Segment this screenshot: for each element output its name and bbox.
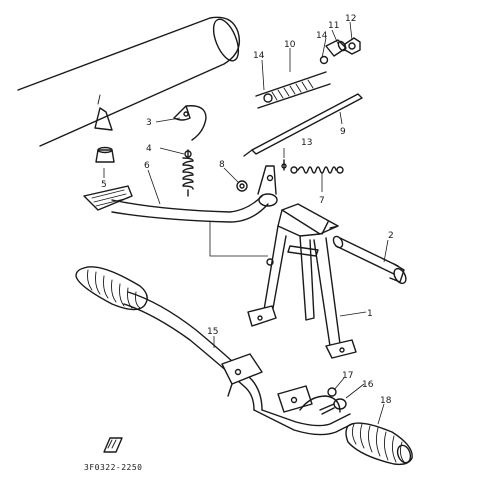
part-number-7: 7 — [319, 196, 325, 206]
brake-pedal-part — [83, 165, 278, 266]
bracket-part — [173, 105, 207, 141]
diagram-code: 3F0322-2250 — [84, 463, 142, 472]
part-number-18: 18 — [380, 396, 392, 406]
muffler — [17, 16, 241, 147]
part-number-4: 4 — [146, 144, 152, 154]
part-number-15: 15 — [207, 327, 218, 337]
part-number-16: 16 — [362, 380, 374, 390]
spring-part-7 — [290, 166, 344, 174]
collar-part-11 — [325, 39, 347, 57]
bolt-part-16 — [319, 398, 347, 415]
part-number-11: 11 — [328, 21, 339, 31]
rubber-cap-part — [95, 146, 115, 163]
leader-lines — [103, 21, 389, 425]
nut-part-12 — [344, 37, 361, 55]
part-number-6: 6 — [144, 161, 150, 171]
part-number-8: 8 — [219, 160, 225, 170]
part-number-17: 17 — [342, 371, 353, 381]
spring-part-left — [182, 149, 194, 197]
rod-part-9 — [243, 93, 363, 157]
pivot-shaft-part — [332, 235, 407, 285]
washer-part-14-top — [319, 55, 329, 65]
part-number-10: 10 — [284, 40, 296, 50]
footrest-bar-part — [123, 291, 353, 436]
footpeg-rubber-right — [345, 422, 413, 466]
part-number-3: 3 — [146, 118, 152, 128]
part-number-13: 13 — [301, 138, 312, 148]
part-number-12: 12 — [345, 14, 356, 24]
part-number-9: 9 — [340, 127, 346, 137]
part-number-14-right: 14 — [316, 31, 328, 41]
nut-part-17 — [327, 387, 337, 397]
part-number-labels: 1 2 3 4 5 6 7 8 9 10 11 12 13 14 14 15 1… — [101, 14, 394, 406]
spring-part-10 — [255, 71, 331, 109]
washer-part-8 — [236, 180, 248, 192]
part-number-14-left: 14 — [253, 51, 265, 61]
footpeg-rubber-left — [75, 266, 148, 311]
center-stand-part — [247, 203, 357, 359]
label-icon — [103, 437, 123, 453]
part-number-1: 1 — [367, 309, 373, 319]
part-number-5: 5 — [101, 180, 107, 190]
part-number-2: 2 — [388, 231, 394, 241]
pin-part-13 — [281, 159, 287, 171]
